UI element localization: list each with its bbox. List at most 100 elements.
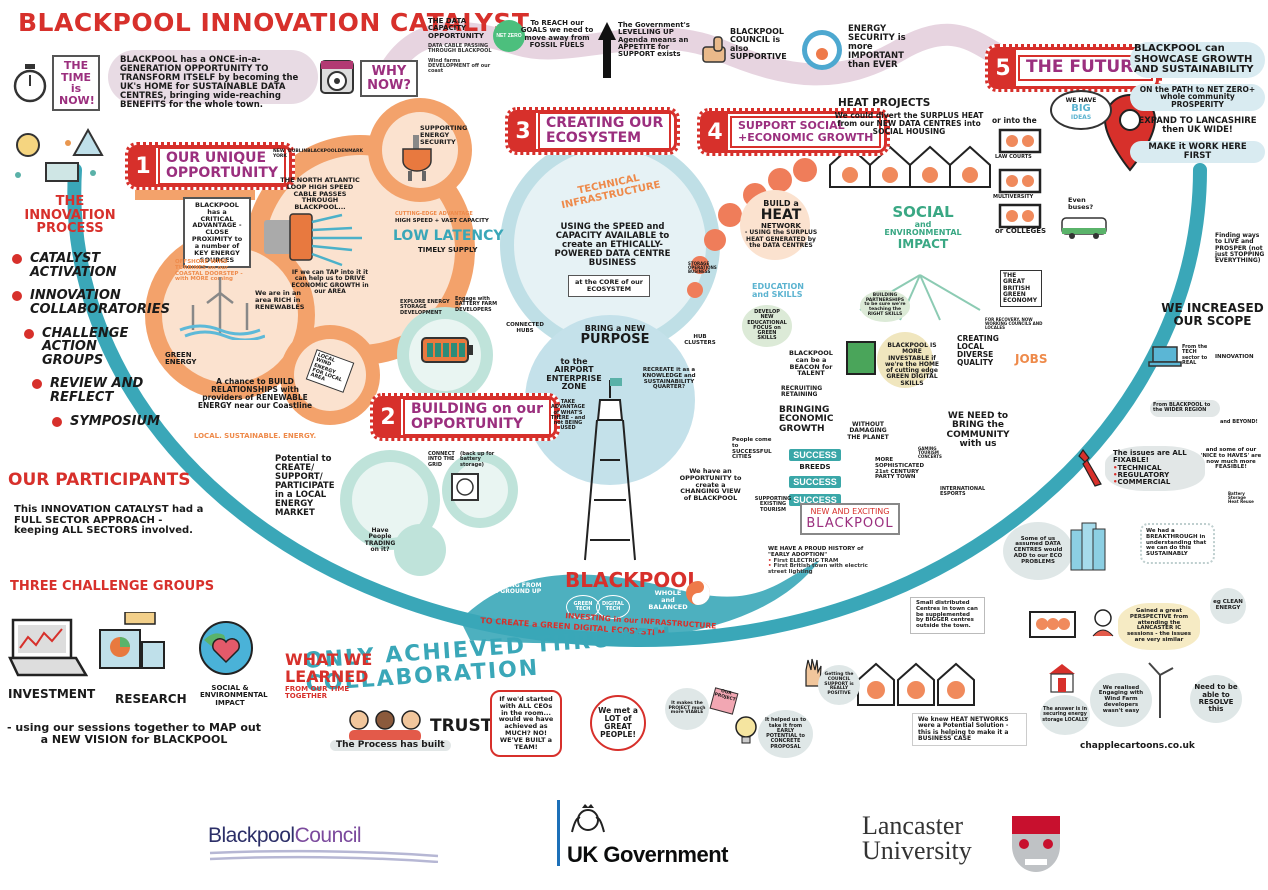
increased-scope-title: WE INCREASED OUR SCOPE xyxy=(1161,301,1264,328)
offshore-turbines-text: OFFSHORE WIND TURBINES on our COASTAL DO… xyxy=(175,259,243,283)
why-now-item-data-capacity: THE DATA CAPACITY OPPORTUNITY DATA CABLE… xyxy=(428,17,492,75)
council-support-text: Getting the COUNCIL SUPPORT is REALLY PO… xyxy=(818,665,860,705)
why-now-item-levelling-up: The Government's LEVELLING UP Agenda mea… xyxy=(618,21,690,59)
party-town-text: MORE SOPHISTICATED 21st CENTURY PARTY TO… xyxy=(875,457,925,481)
destination-colleges: or COLLEGES xyxy=(995,227,1047,235)
perspective-text: Gained a great PERSPECTIVE from attendin… xyxy=(1118,603,1200,650)
new-purpose-heading: BRING a NEW PURPOSE xyxy=(580,324,650,348)
wind-turbine-icon xyxy=(1148,662,1174,718)
power-socket-icon xyxy=(451,473,479,501)
net-zero-icon: NET ZERO xyxy=(493,20,525,52)
future-point: ON the PATH to NET ZERO+ whole community… xyxy=(1130,83,1265,112)
heart-globe-icon xyxy=(199,621,253,675)
economic-growth-text: BRINGING ECONOMIC GROWTH xyxy=(779,405,834,434)
tap-growth-text: IF we can TAP into it it can help us to … xyxy=(291,269,369,295)
wave-lines-icon xyxy=(209,849,439,863)
future-points: BLACKPOOL can SHOWCASE GROWTH AND SUSTAI… xyxy=(1130,42,1265,163)
creating-jobs-list: CREATING LOCAL DIVERSE QUALITY xyxy=(957,334,999,367)
without-damaging-planet-text: WITHOUT DAMAGING THE PLANET xyxy=(847,421,889,441)
what-we-learned-title: WHAT WE LEARNED FROM OUR TIME TOGETHER xyxy=(285,650,373,700)
challenge-group-investment: INVESTMENT xyxy=(8,687,96,701)
blackpool-wave-title: BLACKPOOL xyxy=(565,568,701,592)
why-now-item-goals: To REACH our GOALS we need to move away … xyxy=(520,19,594,50)
hub-clusters-label: HUB CLUSTERS xyxy=(684,334,716,346)
new-exciting-blackpool-sign: NEW AND EXCITING BLACKPOOL xyxy=(800,503,900,535)
recovery-text: FOR RECOVERY, NOW WORKING COUNCILS AND L… xyxy=(985,317,1043,331)
viable-project-text: It makes the PROJECT much more VIABLE xyxy=(665,688,709,730)
resolve-this-text: Need to be able to RESOLVE this xyxy=(1190,675,1242,723)
lancaster-university-logo: Lancaster University xyxy=(862,811,972,865)
connected-hubs-label: CONNECTED HUBS xyxy=(506,322,544,334)
challenge-group-research: RESEARCH xyxy=(115,692,187,706)
local-energy-market-text: Potential to CREATE/ SUPPORT/ PARTICIPAT… xyxy=(275,454,335,518)
local-sustainable-energy-tagline: LOCAL. SUSTAINABLE. ENERGY. xyxy=(193,432,317,440)
even-buses-text: Even buses? xyxy=(1068,196,1094,211)
trust-label: TRUST xyxy=(430,716,493,736)
person-profile-icon xyxy=(1092,609,1114,637)
wider-region-text: From BLACKPOOL to the WIDER REGION xyxy=(1150,400,1220,417)
stopwatch-icon xyxy=(13,64,47,103)
time-is-now-badge: THE TIME is NOW! xyxy=(52,55,100,112)
ceos-speech-bubble: If we'd started with ALL CEOs in the roo… xyxy=(490,690,562,757)
core-ecosystem-box: at the CORE of our ECOSYSTEM xyxy=(568,275,650,297)
participants-title: OUR PARTICIPANTS xyxy=(8,470,191,490)
building-ground-up-text: BUILDING FROM the GROUND UP xyxy=(487,582,542,596)
ethically-powered-text: USING the SPEED and CAPACITY AVAILABLE t… xyxy=(554,222,671,268)
big-ideas-cloud: WE HAVE BIG IDEAS xyxy=(1050,90,1112,130)
connect-grid-label: CONNECT INTO THE GRID xyxy=(428,451,455,468)
and-beyond-text: and BEYOND! xyxy=(1220,419,1258,425)
lightbulb-icon xyxy=(735,716,757,744)
wind-turbines-icon xyxy=(179,277,265,340)
fibre-cable-icon xyxy=(264,213,362,267)
ukgov-divider xyxy=(557,800,560,866)
speed-capacity-label: HIGH SPEED + VAST CAPACITY xyxy=(395,218,489,224)
people-trading-text: Have People TRADING on it? xyxy=(364,527,396,553)
engage-battery-text: Engage with BATTERY FARM DEVELOPERS xyxy=(455,296,498,313)
take-advantage-text: TAKE ADVANTAGE of WHAT'S THERE - and not… xyxy=(550,399,586,432)
or-into-label: or into the xyxy=(992,116,1037,125)
partner-logo-bar: BlackpoolCouncil UK Government Lancaster… xyxy=(0,790,1268,890)
knowledge-quarter-text: RECREATE it as a KNOWLEDGE and SUSTAINAB… xyxy=(642,367,696,391)
why-now-item-council: BLACKPOOL COUNCIL is also SUPPORTIVE xyxy=(730,27,787,62)
innovation-process-title: THE INNOVATION PROCESS xyxy=(24,194,116,237)
partnerships-text: BUILDING PARTNERSHIPS to be sure we're t… xyxy=(860,290,910,322)
more-investable-text: BLACKPOOL IS MORE INVESTABLE if we're th… xyxy=(884,342,940,387)
power-plug-icon xyxy=(402,135,432,181)
yin-yang-icon xyxy=(686,581,710,605)
bus-icon xyxy=(1061,217,1107,239)
ideas-doodle-icon xyxy=(15,127,104,182)
recruiting-retaining-text: RECRUITING RETAINING xyxy=(781,385,823,399)
padlock-icon xyxy=(802,30,842,70)
process-step: CATALYST ACTIVATION xyxy=(12,252,162,279)
assumed-eco-problems-text: Some of us assumed DATA CENTRES would AD… xyxy=(1003,522,1073,580)
issues-fixable-text: The issues are ALL FIXABLE! •TECHNICAL •… xyxy=(1105,446,1205,491)
uk-government-logo-text: UK Government xyxy=(567,842,728,867)
low-latency-label: LOW LATENCY xyxy=(393,228,504,244)
whole-balanced-text: WHOLE and BALANCED xyxy=(648,589,688,611)
critical-advantage-box: BLACKPOOL has a CRITICAL ADVANTAGE - CLO… xyxy=(183,197,251,269)
green-energy-label: GREEN ENERGY xyxy=(165,351,197,367)
esports-text: INTERNATIONAL ESPORTS xyxy=(940,486,986,498)
process-step: CHALLENGE ACTION GROUPS xyxy=(24,326,162,368)
energy-storage-locally-text: The answer is in securing energy storage… xyxy=(1040,695,1090,735)
live-prosper-text: Finding ways to LIVE and PROSPER (not ju… xyxy=(1215,232,1265,265)
destination-law-courts: LAW COURTS xyxy=(995,154,1032,160)
blackpool-council-logo: BlackpoolCouncil xyxy=(208,824,440,863)
chapple-cartoons-credit[interactable]: chapplecartoons.co.uk xyxy=(1080,741,1195,751)
social-environmental-impact-heading: SOCIAL and ENVIRONMENTAL IMPACT xyxy=(884,203,962,251)
why-now-label: WHY NOW? xyxy=(360,60,418,98)
wrench-icon xyxy=(1078,448,1102,487)
up-arrow-icon xyxy=(598,22,616,78)
heat-projects-text: We could divert the SURPLUS HEAT from ou… xyxy=(834,111,984,136)
education-skills-title: EDUCATION and SKILLS xyxy=(752,282,804,300)
storage-building-icon xyxy=(1049,664,1075,693)
storage-operations-label: STORAGE OPERATIONS BUSINESS xyxy=(688,261,717,275)
future-point: MAKE it WORK HERE FIRST xyxy=(1130,140,1265,163)
process-step: REVIEW AND REFLECT xyxy=(32,377,162,405)
research-dashboard-icon xyxy=(99,612,165,669)
innovation-label: INNOVATION xyxy=(1215,354,1254,360)
changing-view-text: We have an OPPORTUNITY to create a CHANG… xyxy=(679,467,742,503)
process-step: SYMPOSIUM xyxy=(52,415,162,429)
